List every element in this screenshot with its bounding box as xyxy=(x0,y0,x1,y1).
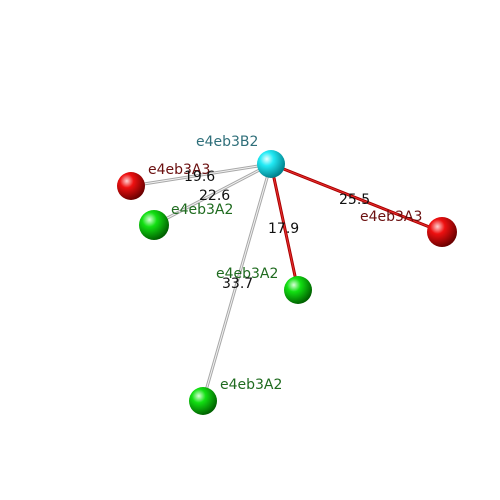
center-node-sphere xyxy=(257,150,285,178)
node-label-d: e4eb3A2 xyxy=(216,266,279,282)
distance-label-c: 25.5 xyxy=(339,192,371,208)
bond-highlight-c xyxy=(270,163,443,233)
distance-label-e: 33.7 xyxy=(222,276,254,292)
node-label-c: e4eb3A3 xyxy=(360,209,423,225)
distance-label-b: 22.6 xyxy=(199,188,231,204)
node-sphere-e xyxy=(189,387,217,415)
node-label-a: e4eb3A3 xyxy=(148,162,211,178)
distance-label-a: 19.6 xyxy=(184,169,216,185)
distance-label-d: 17.9 xyxy=(268,221,300,237)
node-sphere-c xyxy=(427,217,457,247)
center-node-label: e4eb3B2 xyxy=(196,134,259,150)
node-sphere-d xyxy=(284,276,312,304)
node-label-e: e4eb3A2 xyxy=(220,377,283,393)
bond-highlight-a xyxy=(130,163,272,187)
bond-layer xyxy=(129,162,444,403)
node-sphere-b xyxy=(139,210,169,240)
bond-highlight-e xyxy=(202,163,272,402)
bond-highlight-d xyxy=(270,163,299,291)
node-label-b: e4eb3A2 xyxy=(171,202,234,218)
node-layer xyxy=(117,150,457,415)
node-sphere-a xyxy=(117,172,145,200)
bond-highlight-b xyxy=(153,163,272,226)
